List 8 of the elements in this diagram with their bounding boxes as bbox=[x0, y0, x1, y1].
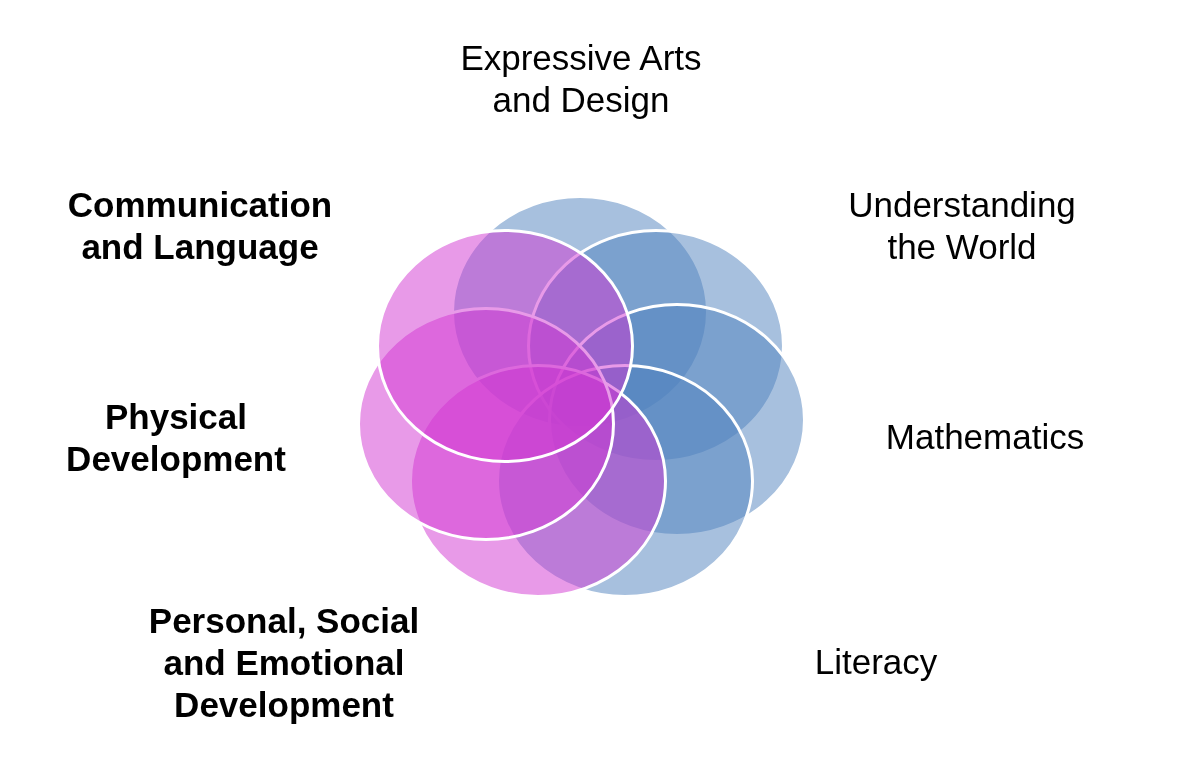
area-label: Communication and Language bbox=[66, 184, 334, 268]
area-label: Physical Development bbox=[65, 396, 287, 480]
area-label: Literacy bbox=[813, 641, 939, 683]
area-label: Expressive Arts and Design bbox=[459, 37, 703, 121]
area-label: Understanding the World bbox=[847, 184, 1077, 268]
venn-circle bbox=[376, 229, 634, 463]
area-label: Mathematics bbox=[884, 416, 1086, 458]
area-label: Personal, Social and Emotional Development bbox=[147, 600, 421, 726]
